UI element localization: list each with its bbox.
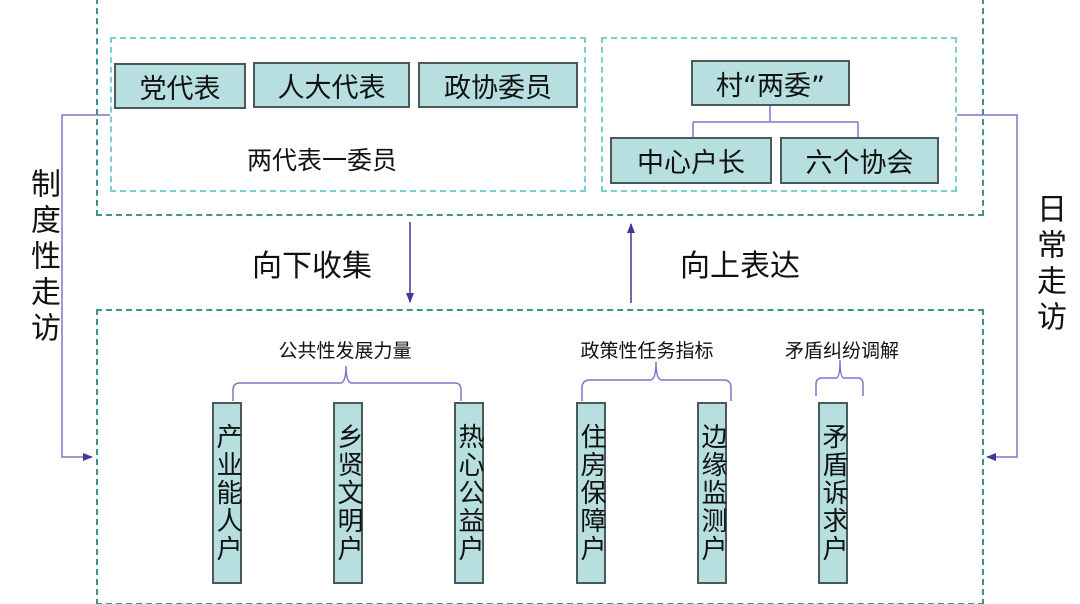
box-label: 政协委员 — [444, 72, 552, 104]
box-label: 乡贤文明户 — [333, 423, 363, 563]
group-label-public: 公共性发展力量 — [278, 340, 412, 362]
group-label-policy: 政策性任务指标 — [580, 340, 714, 362]
npc-representative-box: 人大代表 — [253, 62, 410, 108]
group-label-dispute: 矛盾纠纷调解 — [784, 340, 900, 362]
brace-dispute — [815, 359, 864, 396]
daily-visit-label: 日常走访 — [1031, 193, 1066, 337]
box-label: 住房保障户 — [576, 423, 606, 563]
brace-public — [232, 365, 462, 401]
cppcc-member-box: 政协委员 — [418, 62, 578, 108]
public-welfare-household: 热心公益户 — [454, 402, 484, 584]
brace-policy — [581, 361, 732, 401]
box-label: 热心公益户 — [454, 423, 484, 563]
edge-monitoring-household: 边缘监测户 — [697, 402, 727, 584]
industry-talent-household: 产业能人户 — [212, 402, 242, 584]
left-visit-connector — [61, 114, 110, 461]
box-label: 村“两委” — [716, 70, 825, 102]
six-associations-box: 六个协会 — [780, 137, 939, 184]
village-group — [601, 37, 957, 192]
top-container — [96, 0, 984, 216]
box-label: 人大代表 — [277, 72, 386, 104]
institutional-visit-label: 制度性走访 — [25, 168, 60, 348]
box-label: 六个协会 — [805, 148, 914, 179]
box-label: 中心户长 — [637, 148, 745, 179]
box-label: 矛盾诉求户 — [818, 423, 848, 563]
collect-downward-label: 向下收集 — [252, 249, 372, 284]
box-label: 边缘监测户 — [697, 423, 727, 563]
sage-civilized-household: 乡贤文明户 — [333, 402, 363, 584]
right-visit-connector — [957, 114, 1018, 461]
representatives-caption: 两代表一委员 — [246, 146, 398, 175]
box-label: 党代表 — [139, 73, 221, 105]
party-representative-box: 党代表 — [114, 63, 246, 109]
box-label: 产业能人户 — [212, 423, 242, 563]
representatives-group — [110, 37, 586, 192]
dispute-appeal-household: 矛盾诉求户 — [818, 402, 848, 584]
central-household-head-box: 中心户长 — [610, 137, 772, 184]
express-upward-label: 向上表达 — [680, 249, 800, 284]
village-committees-box: 村“两委” — [691, 60, 850, 106]
housing-security-household: 住房保障户 — [576, 402, 606, 584]
village-tree-connector — [692, 106, 859, 137]
